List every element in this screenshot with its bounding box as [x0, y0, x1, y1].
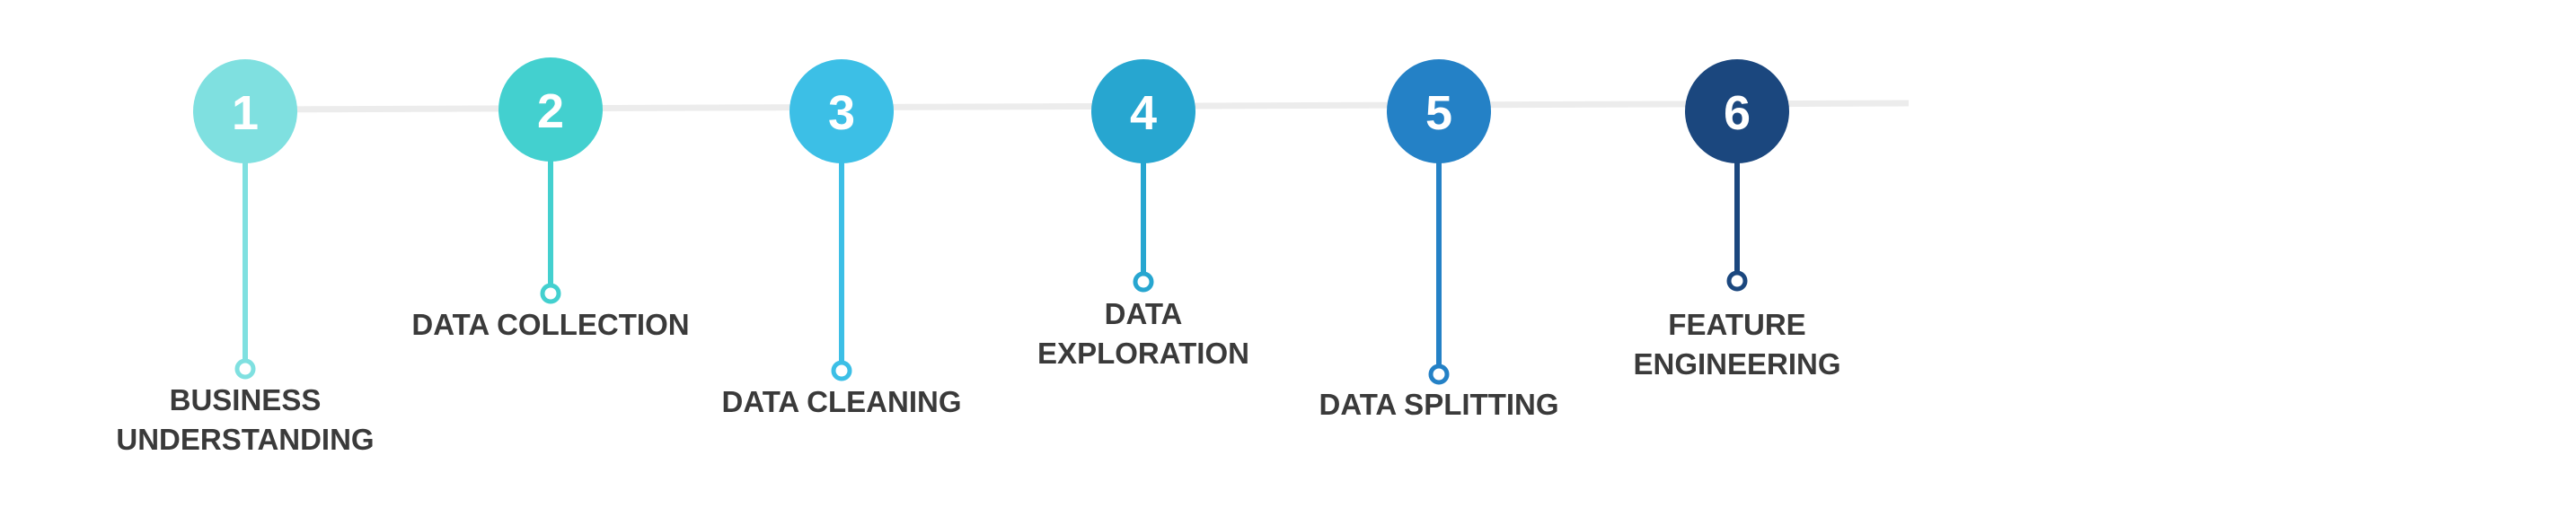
- step-3-label: DATA CLEANING: [721, 382, 961, 422]
- step-2-marker: 2: [498, 57, 603, 304]
- step-4-endpoint: [1133, 271, 1154, 293]
- step-6-marker: 6: [1685, 59, 1789, 292]
- step-label-line: EXPLORATION: [1037, 337, 1249, 370]
- step-4-number: 4: [1130, 86, 1157, 140]
- step-3-number: 3: [828, 86, 855, 140]
- step-label-line: ENGINEERING: [1633, 347, 1841, 381]
- step-label-line: DATA CLEANING: [721, 385, 962, 418]
- step-3-circle: [790, 59, 894, 163]
- step-1-label: BUSINESS UNDERSTANDING: [116, 381, 374, 460]
- step-label-line: FEATURE: [1668, 308, 1806, 341]
- step-2-number: 2: [537, 84, 564, 138]
- step-label-line: DATA: [1104, 297, 1183, 330]
- step-3-endpoint: [831, 360, 852, 381]
- step-1-endpoint: [234, 358, 256, 380]
- step-4-circle: [1091, 59, 1195, 163]
- step-5-endpoint: [1428, 363, 1450, 385]
- timeline-baseline: [245, 100, 1910, 113]
- step-4-label: DATA EXPLORATION: [1037, 294, 1249, 373]
- step-2-label: DATA COLLECTION: [411, 305, 689, 345]
- step-label-line: UNDERSTANDING: [116, 423, 375, 456]
- step-4-marker: 4: [1091, 59, 1195, 293]
- step-6-circle: [1685, 59, 1789, 163]
- step-6-number: 6: [1724, 86, 1751, 140]
- step-6-endpoint: [1726, 270, 1748, 292]
- step-label-line: DATA COLLECTION: [411, 308, 690, 341]
- step-5-circle: [1387, 59, 1491, 163]
- step-2-circle: [498, 57, 603, 162]
- step-3-marker: 3: [790, 59, 894, 381]
- step-markers: 1 2 3 4 5 6: [193, 57, 1789, 385]
- step-1-number: 1: [232, 86, 259, 140]
- step-2-endpoint: [540, 283, 561, 304]
- step-5-number: 5: [1425, 86, 1452, 140]
- step-label-line: BUSINESS: [169, 383, 322, 416]
- step-6-label: FEATURE ENGINEERING: [1633, 305, 1840, 384]
- step-5-label: DATA SPLITTING: [1319, 385, 1558, 425]
- step-1-circle: [193, 59, 297, 163]
- step-label-line: DATA SPLITTING: [1319, 388, 1559, 421]
- step-1-marker: 1: [193, 59, 297, 380]
- step-5-marker: 5: [1387, 59, 1491, 385]
